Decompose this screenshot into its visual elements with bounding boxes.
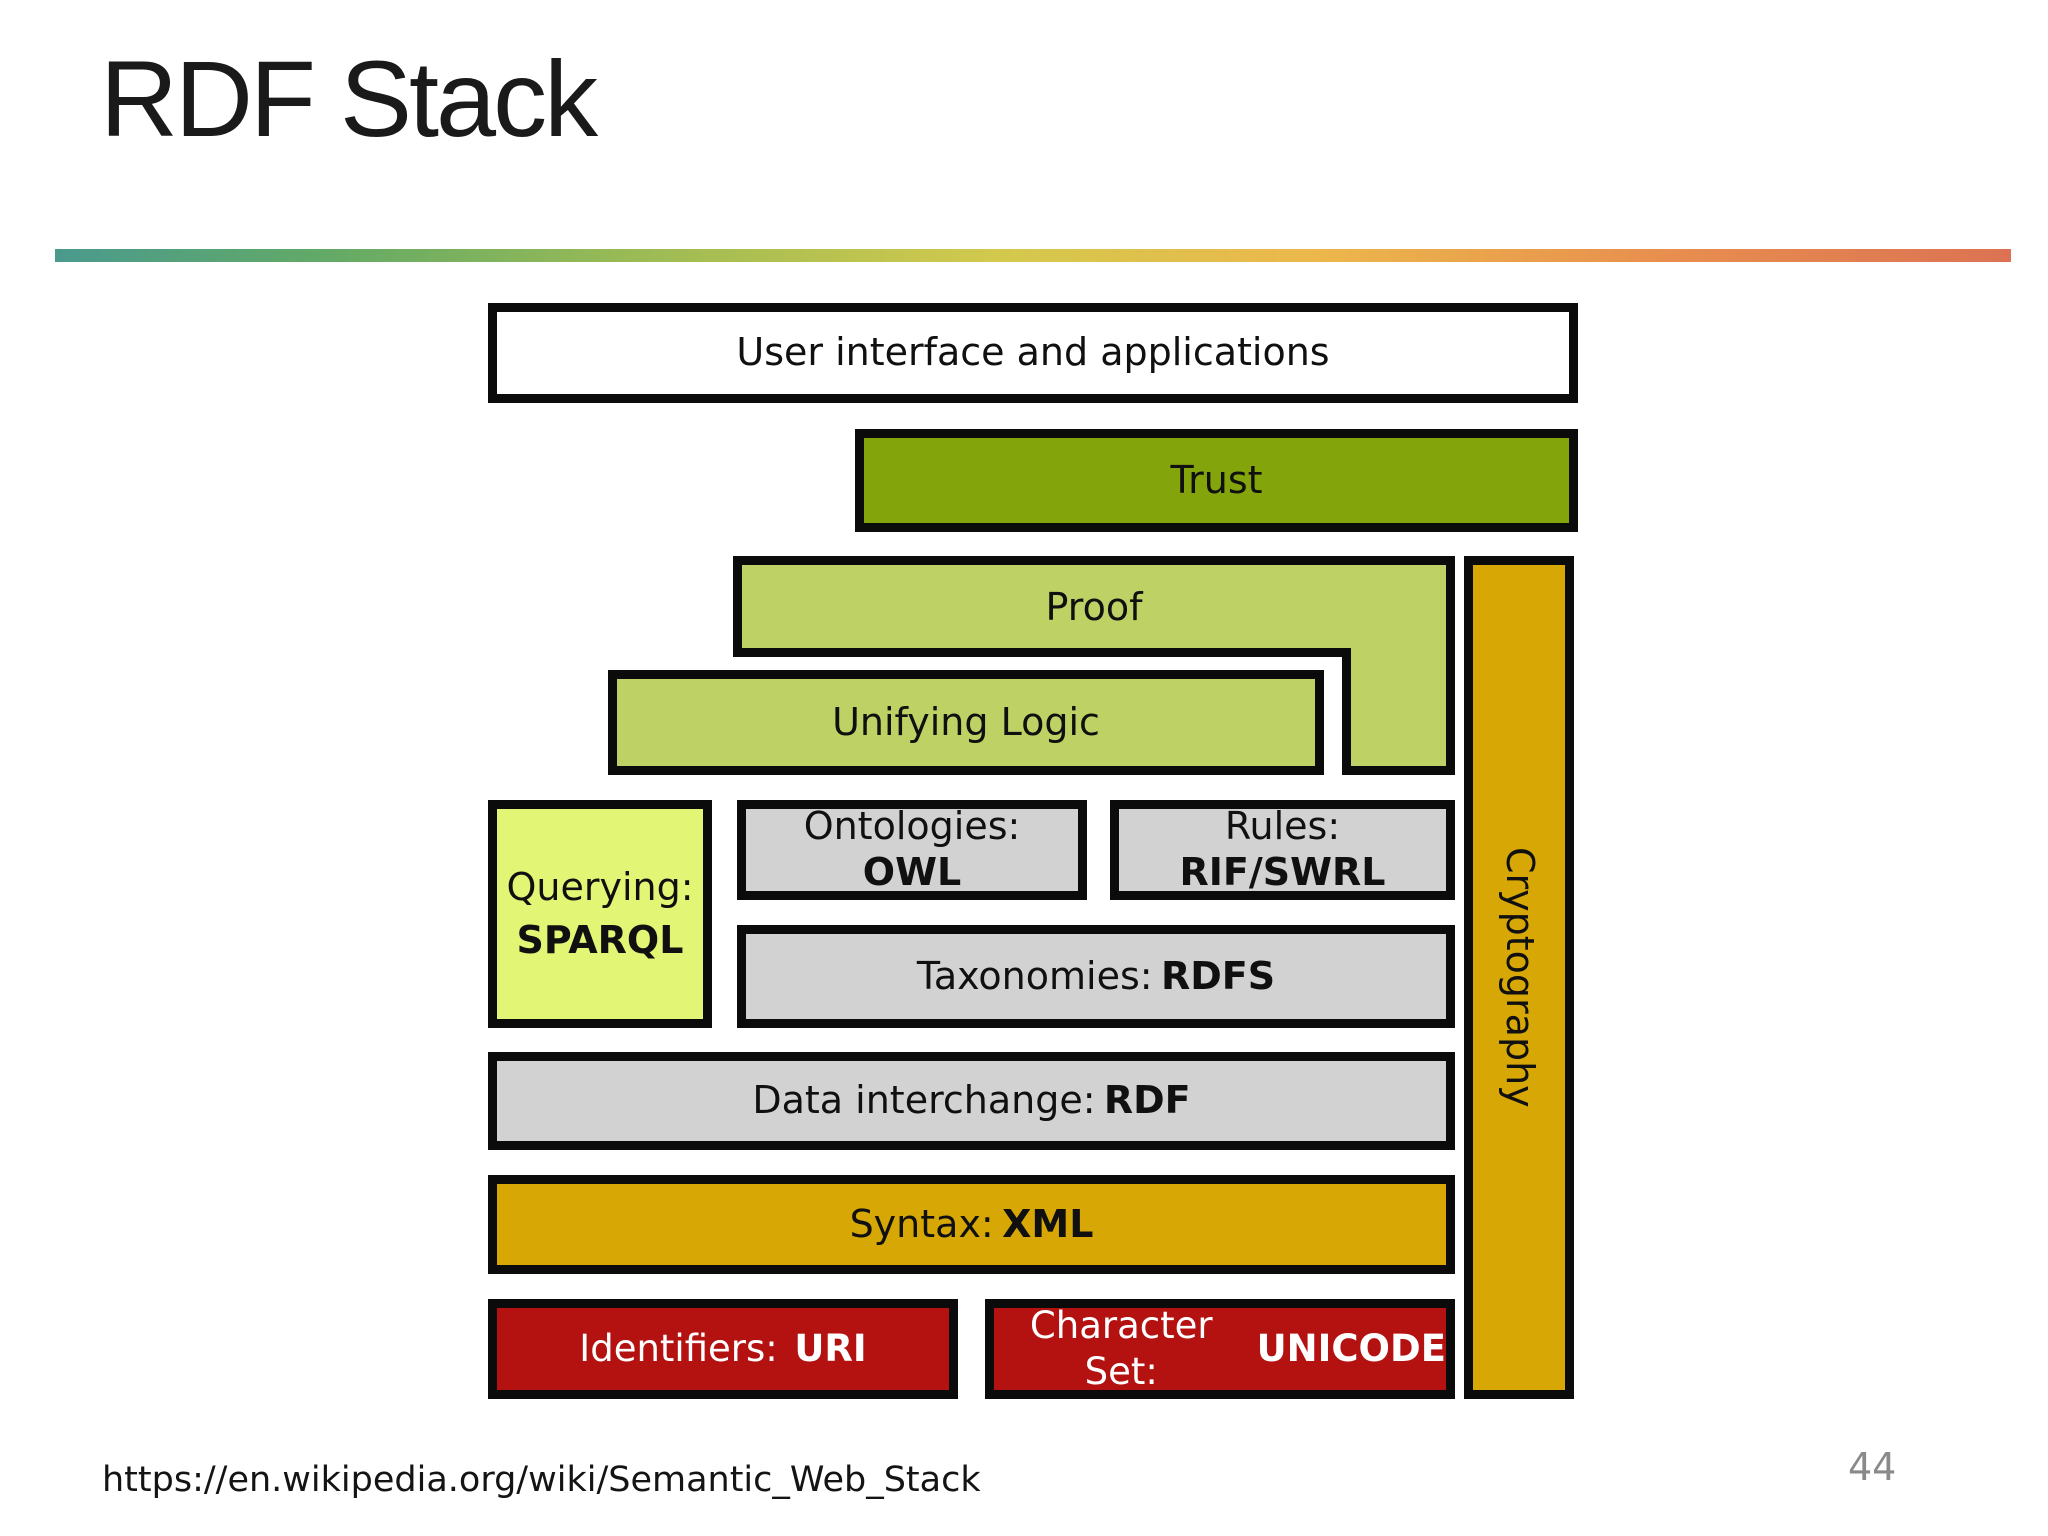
box-ontologies-prefix: Ontologies: [803,804,1021,849]
box-character-set-unicode: Character Set: UNICODE [985,1299,1455,1399]
box-identifiers-uri: Identifiers: URI [488,1299,958,1399]
box-rules-term: RIF/SWRL [1179,850,1386,894]
box-cryptography: Cryptography [1464,556,1574,1399]
box-querying-term: SPARQL [516,918,684,962]
box-character-set-term: UNICODE [1256,1326,1446,1370]
box-taxonomies-prefix: Taxonomies: [916,953,1153,998]
box-user-interface: User interface and applications [488,303,1578,403]
box-data-interchange-term: RDF [1103,1078,1191,1123]
box-unifying-logic: Unifying Logic [608,670,1324,775]
box-data-interchange-prefix: Data interchange: [752,1078,1096,1123]
box-proof-l-shape [733,556,1455,775]
box-proof-label: Proof [1045,584,1143,629]
box-rules-rif-swrl: Rules: RIF/SWRL [1110,800,1455,900]
source-url: https://en.wikipedia.org/wiki/Semantic_W… [102,1460,981,1500]
box-cryptography-label: Cryptography [1497,847,1542,1108]
box-identifiers-term: URI [794,1326,867,1370]
page-number: 44 [1848,1445,1897,1489]
box-taxonomies-rdfs: Taxonomies: RDFS [737,925,1455,1028]
box-ontologies-term: OWL [862,850,962,894]
box-syntax-prefix: Syntax: [849,1201,994,1246]
box-identifiers-prefix: Identifiers: [579,1326,778,1370]
page-title: RDF Stack [100,38,598,159]
box-querying-sparql: Querying: SPARQL [488,800,712,1028]
box-trust-label: Trust [1170,457,1263,502]
box-ontologies-owl: Ontologies: OWL [737,800,1087,900]
box-unifying-logic-label: Unifying Logic [832,699,1100,744]
box-querying-prefix: Querying: [506,864,694,909]
box-data-interchange-rdf: Data interchange: RDF [488,1052,1455,1150]
accent-divider [55,249,2011,262]
box-syntax-xml: Syntax: XML [488,1175,1455,1274]
box-trust: Trust [855,429,1578,532]
box-taxonomies-term: RDFS [1160,953,1276,998]
box-user-interface-label: User interface and applications [736,330,1330,375]
box-syntax-term: XML [1002,1201,1094,1246]
box-character-set-prefix: Character Set: [1029,1303,1213,1393]
box-rules-prefix: Rules: [1224,804,1341,849]
